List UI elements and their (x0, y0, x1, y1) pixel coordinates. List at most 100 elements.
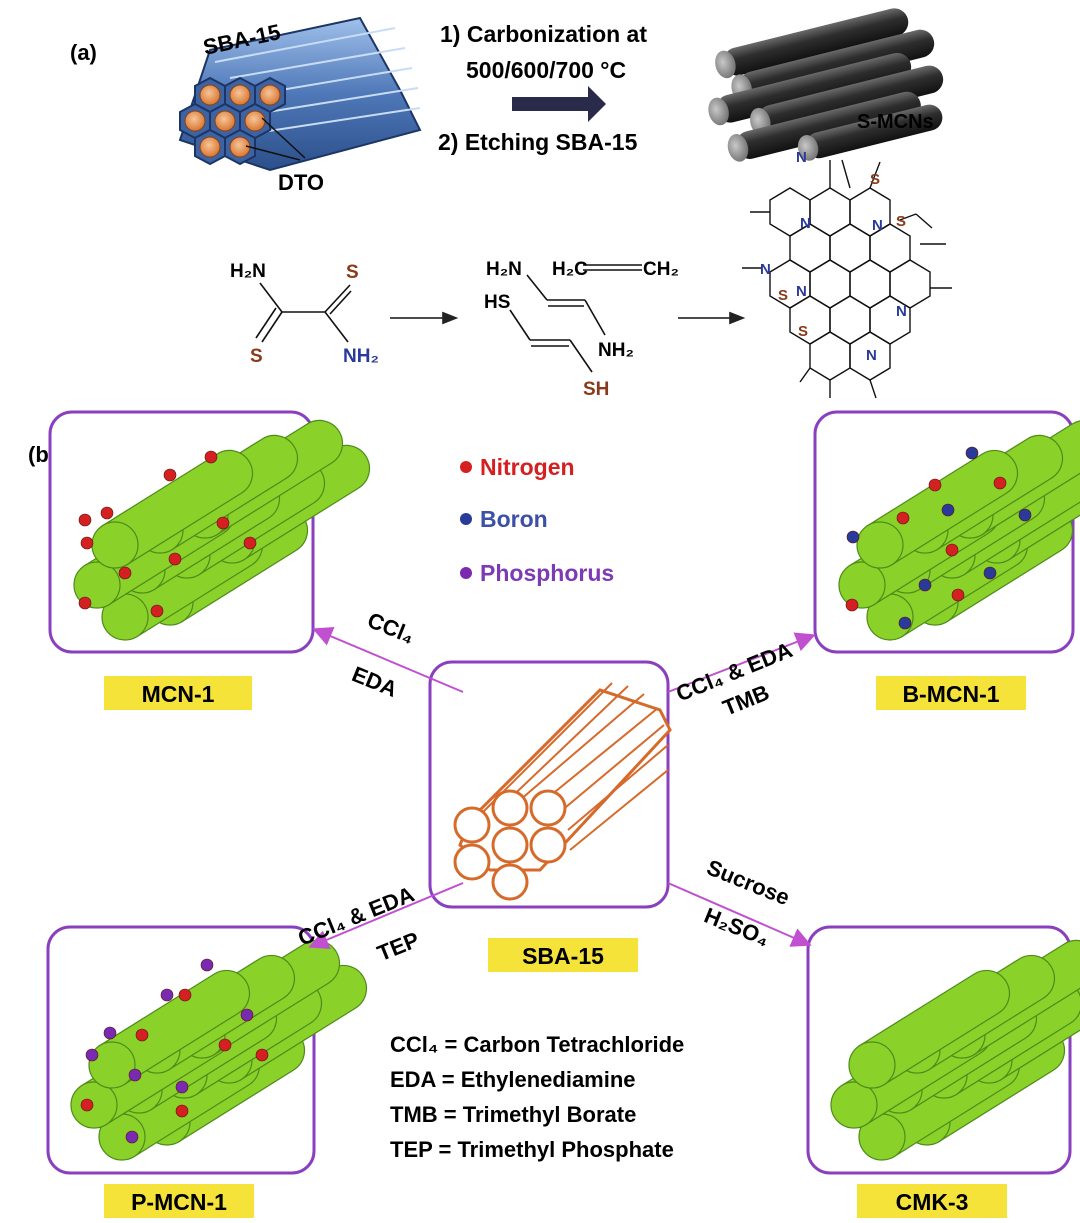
dopant-dot (85, 1048, 99, 1062)
dopant-dot (951, 588, 965, 602)
dopant-dot (918, 578, 932, 592)
dithiooxamide-structure (255, 282, 352, 343)
legend: Nitrogen Boron Phosphorus (460, 454, 614, 586)
dopant-dot (965, 446, 979, 460)
dopant-dot (216, 516, 230, 530)
arrow-to-cmk3 (667, 882, 812, 947)
svg-text:N: N (896, 303, 907, 320)
legend-phosphorus-dot (460, 567, 472, 579)
intermediate-nh2: NH₂ (598, 340, 634, 361)
svg-text:N: N (866, 347, 877, 364)
dopant-dot (898, 616, 912, 630)
dopant-dot (845, 598, 859, 612)
rod-end (70, 1081, 118, 1129)
dopant-dot (945, 543, 959, 557)
route-mcn1-top: CCl₄ (364, 607, 418, 648)
smcn-label: S-MCNs (857, 111, 934, 133)
dopant-dot (175, 1104, 189, 1118)
legend-nitrogen-label: Nitrogen (480, 454, 575, 480)
dopant-dot (941, 503, 955, 517)
bmcn1-label: B-MCN-1 (902, 681, 999, 707)
pmcn1-rod-bundle (70, 939, 368, 1161)
smcn-molecular-structure (742, 159, 952, 399)
reactant-nh2: NH₂ (343, 346, 379, 367)
arrow-to-mcn1 (312, 627, 464, 693)
rod-end (73, 561, 121, 609)
dopant-dot (150, 604, 164, 618)
dopant-dot (255, 1048, 269, 1062)
abbrev-tmb: TMB = Trimethyl Borate (390, 1102, 636, 1127)
svg-text:S: S (870, 171, 880, 188)
dopant-dot (983, 566, 997, 580)
route-pmcn1-bottom: TEP (374, 927, 423, 966)
legend-boron-dot (460, 513, 472, 525)
route-cmk3-bottom: H₂SO₄ (701, 903, 773, 952)
dopant-dot (128, 1068, 142, 1082)
mcn1-label: MCN-1 (142, 681, 215, 707)
smcn-heteroatom-labels: N S N S N N S N N S N (760, 149, 907, 364)
sba15-center-label-bg (488, 938, 638, 972)
mcn1-label-bg (104, 676, 252, 710)
legend-boron-label: Boron (480, 506, 548, 532)
dto-label: DTO (278, 170, 324, 195)
legend-phosphorus-label: Phosphorus (480, 560, 614, 586)
dopant-dot (125, 1130, 139, 1144)
dopant-dot (204, 450, 218, 464)
intermediate-h2c: H₂C (552, 259, 588, 280)
step1-line2: 500/600/700 °C (466, 57, 626, 83)
route-cmk3-top: Sucrose (703, 855, 793, 911)
rod-body (98, 969, 251, 1086)
step2-label: 2) Etching SBA-15 (438, 129, 638, 155)
rod-body (858, 969, 1011, 1086)
reactant-h2n: H₂N (230, 261, 266, 282)
arrow-to-bmcn1 (667, 632, 816, 693)
dopant-dot (218, 1038, 232, 1052)
dopant-dot (175, 1080, 189, 1094)
dopant-dot (243, 536, 257, 550)
sba15-template-illustration (178, 16, 422, 172)
dopant-dot (168, 552, 182, 566)
svg-text:N: N (796, 283, 807, 300)
dopant-dot (896, 511, 910, 525)
dopant-dot (100, 506, 114, 520)
rod-end (830, 1081, 878, 1129)
dopant-dot (993, 476, 1007, 490)
intermediate-ch2: CH₂ (643, 259, 679, 280)
intermediate-structures (509, 264, 642, 373)
intermediate-h2n: H₂N (486, 259, 522, 280)
rod-end (91, 521, 139, 569)
dopant-dot (118, 566, 132, 580)
process-arrow (512, 86, 606, 122)
cmk3-rod-bundle (830, 940, 1080, 1161)
dopant-dot (80, 1098, 94, 1112)
legend-nitrogen-dot (460, 461, 472, 473)
bmcn1-rod-bundle (838, 420, 1080, 641)
pmcn1-label-bg (104, 1184, 254, 1218)
arrow-to-pmcn1 (308, 882, 464, 950)
sba15-center-illustration (453, 682, 672, 901)
intermediate-sh: SH (583, 379, 609, 400)
cmk3-label-bg (857, 1184, 1007, 1218)
svg-text:N: N (796, 149, 807, 166)
dopant-dot (178, 988, 192, 1002)
route-mcn1-bottom: EDA (348, 661, 401, 702)
svg-text:N: N (760, 261, 771, 278)
svg-text:S: S (896, 213, 906, 230)
rod-end (848, 1041, 896, 1089)
dopant-dot (163, 468, 177, 482)
step1-line1: 1) Carbonization at (440, 21, 647, 47)
abbrev-tep: TEP = Trimethyl Phosphate (390, 1137, 674, 1162)
dopant-dot (80, 536, 94, 550)
svg-text:N: N (800, 215, 811, 232)
dopant-dot (240, 1008, 254, 1022)
dopant-dot (1018, 508, 1032, 522)
intermediate-hs: HS (484, 292, 510, 313)
reactant-s-bottom: S (250, 346, 263, 367)
rod-body (101, 449, 254, 566)
sba15-center-label: SBA-15 (522, 943, 604, 969)
dopant-dot (846, 530, 860, 544)
dopant-dot (200, 958, 214, 972)
dopant-dot (78, 513, 92, 527)
rod-end (838, 561, 886, 609)
rod-end (856, 521, 904, 569)
